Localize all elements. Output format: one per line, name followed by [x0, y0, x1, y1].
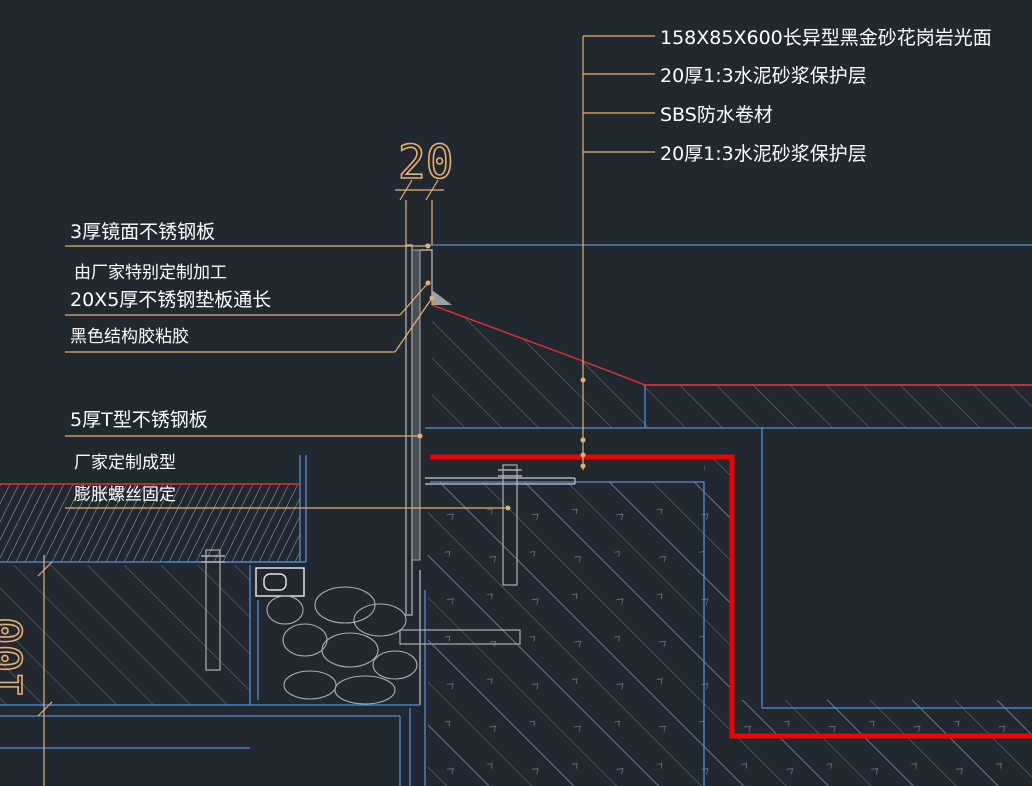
pebble-fill — [266, 586, 418, 705]
label-mortar-upper: 20厚1:3水泥砂浆保护层 — [660, 65, 867, 87]
label-black-adhesive: 黑色结构胶粘胶 — [70, 327, 189, 347]
left-paving-hatch — [0, 484, 300, 562]
label-sbs-membrane: SBS防水卷材 — [660, 104, 773, 126]
expansion-bolt-right — [498, 464, 522, 586]
label-mortar-lower: 20厚1:3水泥砂浆保护层 — [660, 143, 867, 165]
dimension-top: 20 — [395, 134, 454, 245]
right-concrete-hatch — [428, 455, 1032, 786]
dimension-left-text: 100 — [0, 617, 33, 700]
drain-fitting — [255, 567, 305, 597]
leaders-top-right — [580, 35, 655, 470]
label-steel-shim: 20X5厚不锈钢垫板通长 — [70, 289, 271, 311]
label-factory-formed: 厂家定制成型 — [74, 453, 176, 473]
label-mirror-steel: 3厚镜面不锈钢板 — [70, 221, 215, 243]
waterproof-membrane — [0, 304, 1032, 739]
dimension-top-text: 20 — [398, 135, 453, 189]
stainless-steel-panel — [399, 244, 576, 705]
label-custom-made: 由厂家特别定制加工 — [74, 263, 227, 283]
leaders-left — [65, 243, 511, 511]
label-granite: 158X85X600长异型黑金砂花岗岩光面 — [660, 27, 992, 49]
stone-slab-hatch — [432, 305, 1032, 428]
dimension-left: 100 — [0, 555, 53, 786]
expansion-bolt-left — [201, 549, 225, 671]
left-concrete-hatch — [0, 565, 250, 705]
label-t-steel-plate: 5厚T型不锈钢板 — [70, 409, 208, 431]
label-expansion-bolt: 膨胀螺丝固定 — [74, 485, 176, 505]
